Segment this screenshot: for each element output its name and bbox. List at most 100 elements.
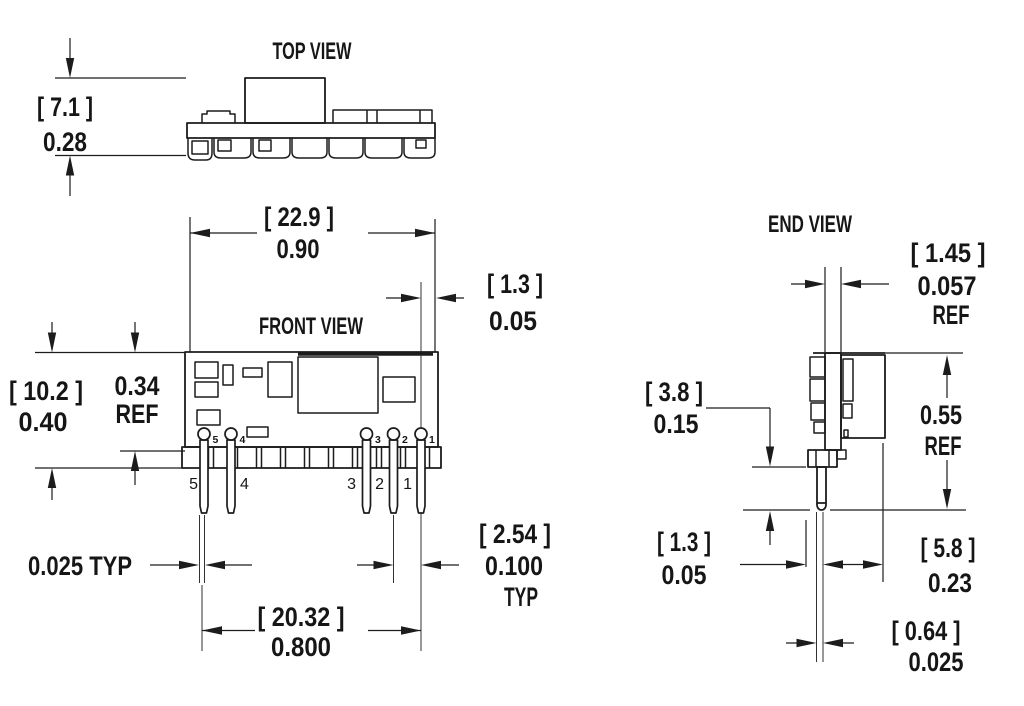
end-pin-extension-lines	[816, 512, 824, 662]
pin-2-pad	[386, 427, 401, 441]
top-view-right-components	[332, 109, 433, 123]
front-span-in: 0.800	[271, 632, 331, 662]
arrow-up-icon	[47, 468, 57, 488]
top-height-dimension-lines	[55, 38, 186, 196]
top-view: TOP VIEW [ 7.1 ] 0.28	[37, 38, 436, 196]
front-width-mm: [ 22.9 ]	[264, 202, 334, 232]
arrow-left-icon	[190, 228, 210, 238]
end-standoff	[807, 449, 847, 468]
arrow-down-icon	[942, 489, 952, 509]
front-pad-numbers: 5 4 3 2 1	[213, 434, 436, 446]
top-view-title: TOP VIEW	[273, 38, 352, 65]
front-width-in: 0.90	[277, 234, 320, 264]
top-view-left-component	[201, 110, 236, 123]
end-depth-in: 0.23	[928, 568, 972, 598]
arrow-right-icon	[401, 626, 421, 635]
end-pin-shank	[816, 466, 827, 504]
pin-5	[199, 439, 209, 514]
lead-number-1: 1	[403, 476, 412, 493]
pad-number-2: 2	[402, 434, 408, 446]
front-components	[194, 356, 416, 438]
arrow-left-icon	[202, 626, 222, 635]
end-standoff-collar	[807, 449, 838, 468]
end-depth-mm: [ 5.8 ]	[921, 533, 976, 563]
arrow-down-icon	[765, 446, 775, 467]
arrow-right-icon	[415, 228, 435, 238]
front-view-title: FRONT VIEW	[259, 313, 363, 340]
lead-number-2: 2	[375, 476, 384, 493]
end-standoff-mm: [ 3.8 ]	[645, 377, 703, 407]
end-body-in: 0.55	[920, 400, 962, 430]
front-pin-edge-in: 0.05	[489, 306, 537, 336]
pin-3-pad	[359, 427, 374, 441]
end-view-title: END VIEW	[768, 211, 852, 238]
pin-4	[226, 439, 236, 514]
arrow-left-icon	[421, 560, 441, 570]
front-height-in: 0.40	[19, 407, 68, 437]
end-inner-components	[842, 358, 854, 438]
end-pcb-ref: REF	[933, 300, 970, 330]
front-body-height-in: 0.34	[115, 371, 160, 401]
end-pin-offset-in: 0.05	[662, 560, 707, 590]
pad-number-1: 1	[429, 434, 435, 446]
top-view-bottom-castellations	[187, 138, 436, 161]
end-standoff-in: 0.15	[654, 409, 699, 439]
end-dimension-lines	[706, 267, 966, 644]
end-pcb-strip	[824, 352, 842, 451]
front-pitch-typ: TYP	[504, 582, 538, 612]
arrow-left-icon	[436, 293, 456, 303]
end-pin-dia-in: 0.025	[909, 647, 964, 677]
arrow-left-icon	[823, 560, 843, 569]
pin-5-pad	[197, 427, 211, 441]
front-pitch-in: 0.100	[485, 551, 543, 581]
pin-1	[416, 439, 426, 514]
arrow-right-icon	[401, 293, 421, 303]
end-pin-dia-mm: [ 0.64 ]	[892, 616, 961, 646]
pin-extension-lines	[199, 515, 394, 651]
front-pitch-mm: [ 2.54 ]	[479, 519, 551, 549]
front-pins	[197, 427, 428, 514]
front-header-strip	[181, 446, 442, 469]
end-pcb-in: 0.057	[918, 271, 977, 301]
front-lead-numbers: 5 4 3 2 1	[189, 476, 412, 493]
arrow-left-icon	[823, 638, 843, 648]
front-body-height-ref: REF	[116, 399, 159, 429]
lead-number-4: 4	[240, 476, 249, 493]
top-view-transformer	[244, 77, 326, 124]
lead-number-3: 3	[347, 476, 356, 493]
front-height-mm: [ 10.2 ]	[9, 376, 83, 406]
pad-number-4: 4	[240, 434, 246, 446]
arrow-up-icon	[130, 451, 140, 471]
arrow-right-icon	[373, 560, 394, 570]
end-pin	[816, 466, 827, 511]
arrow-up-icon	[765, 511, 775, 531]
pin-1-pad	[414, 427, 428, 441]
end-standoff-step	[836, 449, 847, 460]
pin-4-pad	[224, 427, 238, 441]
front-span-mm: [ 20.32 ]	[258, 602, 345, 632]
front-view: FRONT VIEW 5 4 3 2 1	[9, 202, 551, 662]
top-height-in: 0.28	[43, 127, 87, 157]
arrow-down-icon	[65, 58, 75, 78]
top-view-castellation-slots	[191, 139, 427, 155]
top-height-mm: [ 7.1 ]	[37, 92, 93, 122]
arrow-right-icon	[179, 560, 199, 570]
arrow-up-icon	[65, 155, 75, 176]
front-pin-width: 0.025 TYP	[28, 551, 132, 581]
end-left-components	[809, 356, 826, 434]
pad-number-3: 3	[375, 434, 381, 446]
end-pin-tip	[816, 503, 827, 511]
end-transformer	[840, 354, 886, 439]
arrow-down-icon	[47, 332, 57, 353]
end-body-ref: REF	[925, 431, 962, 461]
arrow-left-icon	[841, 279, 861, 289]
end-standoff-slots	[815, 450, 830, 467]
arrow-up-icon	[942, 355, 952, 375]
arrow-right-icon	[796, 638, 817, 648]
pin-3	[361, 439, 372, 514]
arrow-right-icon	[805, 279, 825, 289]
arrow-left-icon	[205, 560, 225, 570]
arrow-down-icon	[130, 332, 140, 353]
